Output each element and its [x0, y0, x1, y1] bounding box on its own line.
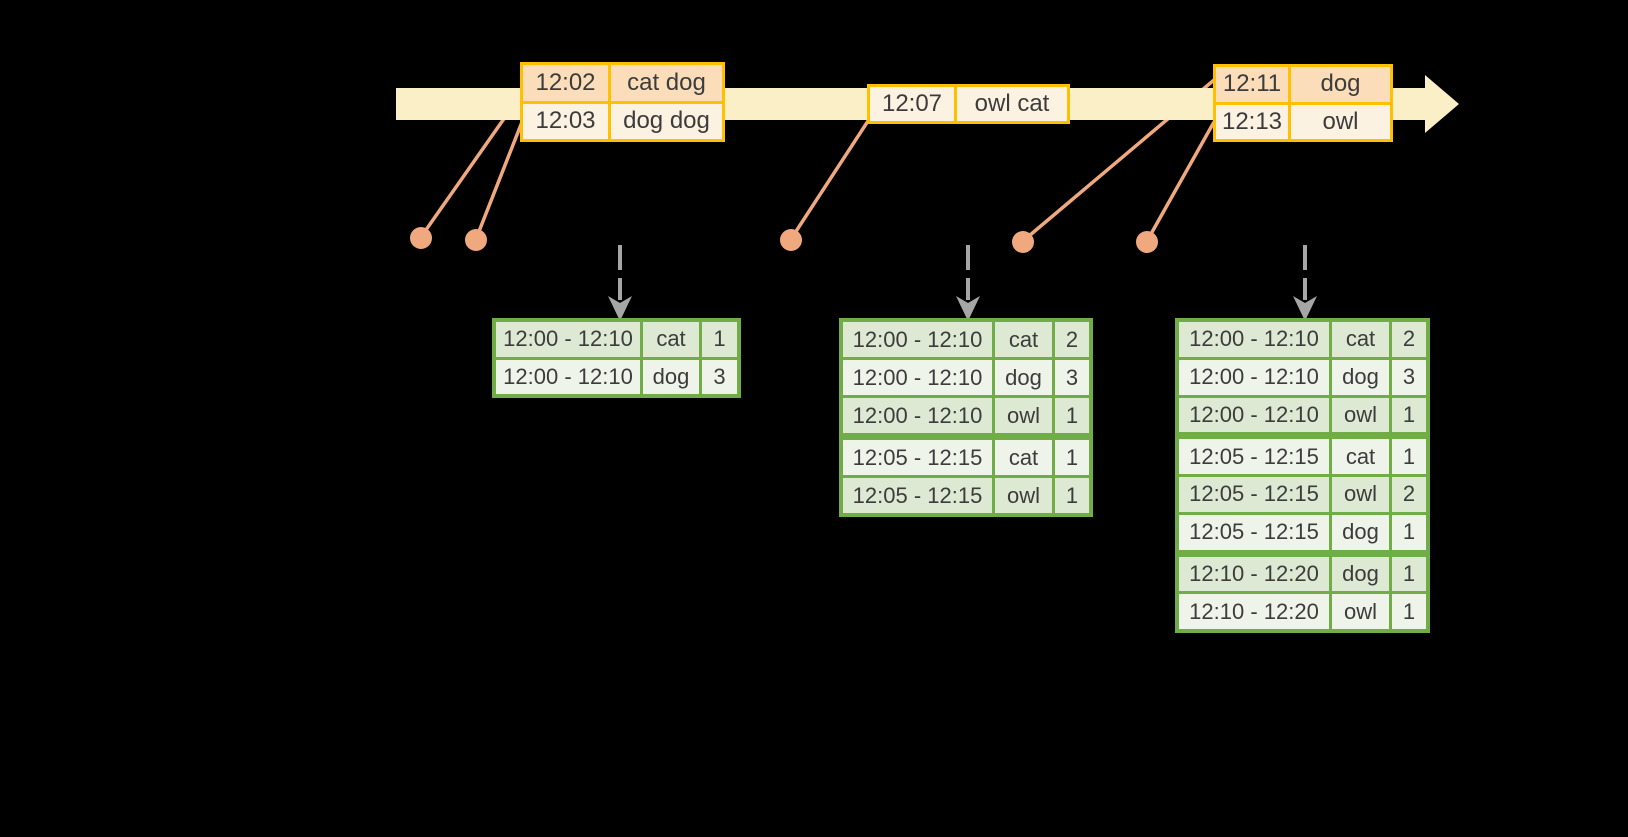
count-cell: 1: [1392, 556, 1426, 592]
word-cell: owl: [995, 398, 1052, 433]
window-cell: 12:05 - 12:15: [843, 478, 992, 513]
event-time-cell: 12:02: [523, 65, 608, 101]
count-cell: 1: [1392, 514, 1426, 550]
count-cell: 1: [1392, 594, 1426, 629]
event-words-cell: owl: [1291, 104, 1390, 139]
window-cell: 12:00 - 12:10: [1179, 322, 1329, 357]
event-connector-line: [474, 121, 524, 240]
window-cell: 12:00 - 12:10: [496, 322, 640, 357]
window-cell: 12:10 - 12:20: [1179, 594, 1329, 629]
word-cell: owl: [1332, 397, 1389, 433]
event-connector-line: [1145, 121, 1216, 242]
event-connector-line: [789, 120, 870, 240]
window-cell: 12:05 - 12:15: [1179, 477, 1329, 512]
count-cell: 1: [1392, 397, 1426, 433]
word-cell: dog: [643, 359, 699, 394]
window-cell: 12:00 - 12:10: [1179, 397, 1329, 433]
window-cell: 12:10 - 12:20: [1179, 556, 1329, 592]
event-time-cell: 12:03: [523, 103, 608, 139]
trigger-arrow: [956, 245, 980, 321]
window-cell: 12:00 - 12:10: [1179, 359, 1329, 395]
count-cell: 1: [1055, 440, 1089, 475]
word-cell: cat: [1332, 322, 1389, 357]
window-cell: 12:00 - 12:10: [843, 360, 992, 395]
word-cell: cat: [995, 322, 1052, 357]
window-cell: 12:05 - 12:15: [843, 440, 992, 475]
window-cell: 12:00 - 12:10: [496, 359, 640, 394]
arrow-down-icon: [608, 296, 632, 321]
word-cell: dog: [1332, 514, 1389, 550]
event-time-cell: 12:13: [1216, 104, 1288, 139]
event-words-cell: owl cat: [957, 87, 1067, 121]
word-cell: owl: [1332, 477, 1389, 512]
event-time-cell: 12:07: [870, 87, 954, 121]
word-cell: owl: [995, 478, 1052, 513]
word-cell: dog: [995, 360, 1052, 395]
arrow-down-icon: [1293, 296, 1317, 321]
word-cell: cat: [995, 440, 1052, 475]
word-cell: owl: [1332, 594, 1389, 629]
count-cell: 2: [1392, 477, 1426, 512]
timeline-arrow-head-icon: [1425, 75, 1459, 133]
event-dot: [410, 227, 432, 249]
count-cell: 2: [1055, 322, 1089, 357]
count-cell: 1: [1055, 398, 1089, 433]
word-cell: dog: [1332, 359, 1389, 395]
arrow-down-icon: [956, 296, 980, 321]
count-cell: 1: [1392, 439, 1426, 474]
trigger-arrow: [608, 245, 632, 321]
count-cell: 1: [702, 322, 737, 357]
window-cell: 12:00 - 12:10: [843, 398, 992, 433]
window-cell: 12:05 - 12:15: [1179, 514, 1329, 550]
count-cell: 3: [1392, 359, 1426, 395]
event-dot: [1136, 231, 1158, 253]
event-dot: [465, 229, 487, 251]
event-dot: [1012, 231, 1034, 253]
word-cell: cat: [643, 322, 699, 357]
count-cell: 2: [1392, 322, 1426, 357]
count-cell: 3: [1055, 360, 1089, 395]
count-cell: 3: [702, 359, 737, 394]
trigger-arrow: [1293, 245, 1317, 321]
word-cell: dog: [1332, 556, 1389, 592]
word-cell: cat: [1332, 439, 1389, 474]
count-cell: 1: [1055, 478, 1089, 513]
event-words-cell: cat dog: [611, 65, 722, 101]
window-cell: 12:05 - 12:15: [1179, 439, 1329, 474]
event-dot: [780, 229, 802, 251]
window-cell: 12:00 - 12:10: [843, 322, 992, 357]
event-words-cell: dog: [1291, 67, 1390, 102]
event-time-cell: 12:11: [1216, 67, 1288, 102]
event-words-cell: dog dog: [611, 103, 722, 139]
